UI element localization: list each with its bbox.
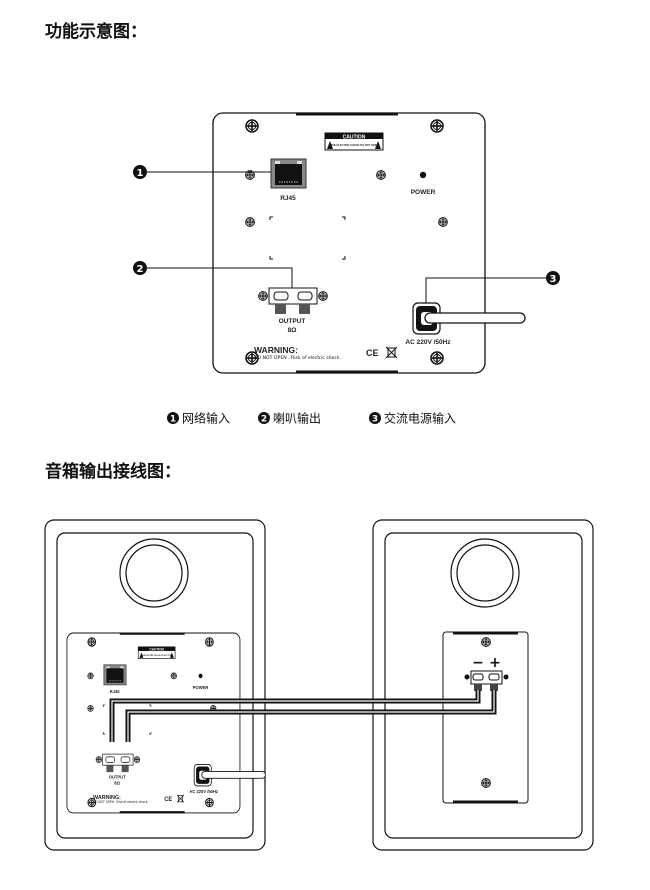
svg-text:CAUTION: CAUTION bbox=[343, 134, 366, 140]
output-impedance: 8Ω bbox=[288, 327, 297, 334]
caution-label: CAUTION RISK ELECTRIC SHOCK DO NOT OPEN bbox=[324, 132, 384, 151]
legend-item: 3 交流电源输入 bbox=[369, 411, 456, 426]
speaker-input-terminal bbox=[464, 670, 509, 691]
speaker-wires bbox=[109, 690, 497, 742]
left-speaker bbox=[44, 519, 265, 851]
svg-text:2: 2 bbox=[261, 415, 267, 425]
output-label: OUTPUT bbox=[279, 318, 306, 325]
left-rear-panel bbox=[67, 633, 265, 813]
callout-2: 2 bbox=[133, 261, 293, 288]
rear-panel: CAUTION RISK ELECTRIC SHOCK DO NOT OPEN … bbox=[212, 112, 526, 374]
plus-label: + bbox=[489, 655, 501, 671]
ce-mark: CE bbox=[366, 348, 379, 358]
power-indicator bbox=[419, 171, 427, 179]
svg-text:3: 3 bbox=[372, 415, 378, 425]
svg-text:网络输入: 网络输入 bbox=[182, 411, 230, 426]
legend-item: 2 喇叭输出 bbox=[258, 411, 321, 426]
warning-title: WARNING: bbox=[254, 345, 298, 355]
callout-1: 1 bbox=[133, 165, 271, 179]
section1-title: 功能示意图： bbox=[45, 21, 147, 42]
section2-title: 音箱输出接线图： bbox=[45, 461, 181, 482]
legend: 1 网络输入 2 喇叭输出 3 交流电源输入 bbox=[167, 411, 456, 426]
power-cord bbox=[424, 312, 526, 324]
speaker-output-terminal bbox=[258, 287, 328, 314]
rj45-port bbox=[270, 158, 307, 189]
svg-text:交流电源输入: 交流电源输入 bbox=[384, 411, 456, 426]
svg-text:3: 3 bbox=[550, 274, 557, 285]
power-label: POWER bbox=[411, 189, 436, 196]
right-speaker: − + bbox=[372, 519, 594, 851]
svg-text:1: 1 bbox=[137, 168, 144, 179]
svg-text:1: 1 bbox=[170, 415, 176, 425]
legend-item: 1 网络输入 bbox=[167, 411, 230, 426]
weee-bin-icon bbox=[385, 346, 398, 359]
warning-text: DO NOT OPEN . Risk of electric shock. bbox=[254, 355, 341, 361]
ac-power-socket bbox=[412, 302, 526, 335]
svg-text:2: 2 bbox=[137, 264, 144, 275]
callout-3: 3 bbox=[425, 271, 560, 303]
svg-text:喇叭输出: 喇叭输出 bbox=[273, 411, 321, 426]
svg-text:RISK ELECTRIC SHOCK DO NOT OPE: RISK ELECTRIC SHOCK DO NOT OPEN bbox=[330, 143, 379, 147]
rj45-label: RJ45 bbox=[280, 195, 296, 202]
ac-label: AC 220V /50Hz bbox=[405, 339, 451, 346]
minus-label: − bbox=[472, 655, 484, 671]
